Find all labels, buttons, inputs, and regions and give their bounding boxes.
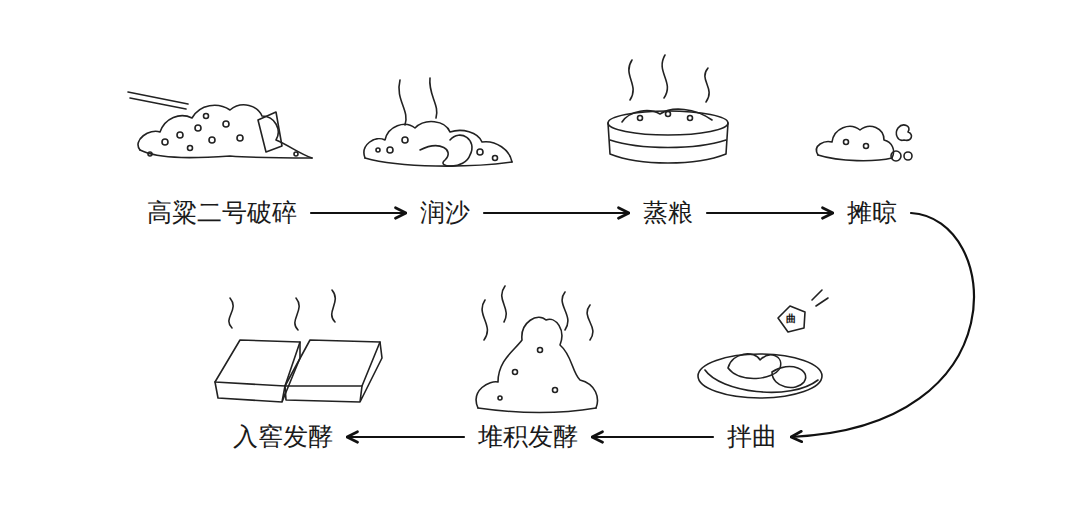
step-text: 摊晾 [847, 198, 897, 228]
step-text: 蒸粮 [643, 198, 693, 228]
step-label: 入窖发酵 [229, 420, 337, 454]
step-label: 润沙 [416, 196, 474, 230]
steamer-figure [608, 55, 728, 163]
pit-bricks-figure [215, 290, 382, 402]
step-text: 堆积发酵 [478, 422, 578, 452]
step-text: 拌曲 [727, 422, 777, 452]
heap-figure [476, 286, 597, 413]
step-label: 高粱二号破碎 [143, 196, 301, 230]
moist-grain-figure [364, 78, 512, 166]
step-text: 高粱二号破碎 [147, 198, 297, 228]
flow-arrow [592, 436, 713, 438]
crushed-grain-figure [128, 92, 312, 158]
flow-arrow [707, 212, 833, 214]
step-text: 润沙 [420, 198, 470, 228]
flow-arrow [347, 436, 464, 438]
flow-arrow [311, 212, 406, 214]
cooling-pile-figure [816, 125, 912, 161]
step-text: 入窖发酵 [233, 422, 333, 452]
starter-mark: 曲 [786, 314, 796, 324]
step-label: 摊晾 [843, 196, 901, 230]
flow-arrow [484, 212, 629, 214]
step-label: 拌曲 [723, 420, 781, 454]
step-label: 堆积发酵 [474, 420, 582, 454]
flow-arrow [791, 213, 974, 437]
step-label: 蒸粮 [639, 196, 697, 230]
mixing-figure [698, 290, 828, 398]
